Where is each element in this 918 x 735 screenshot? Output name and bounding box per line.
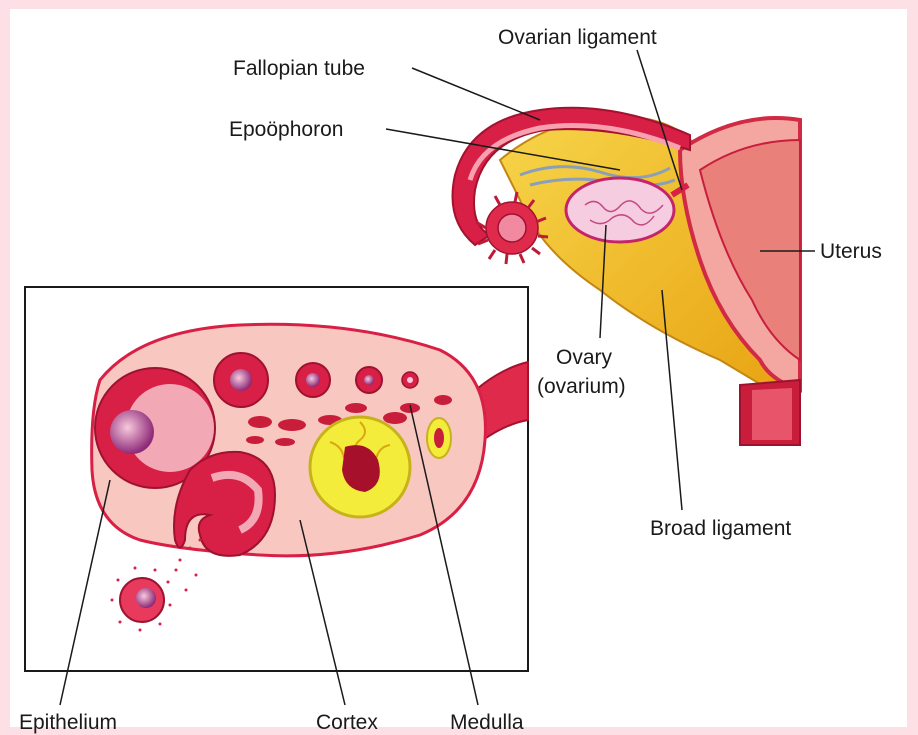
label-epithelium: Epithelium [19, 711, 117, 734]
oocyte [110, 410, 154, 454]
corpus-albicans-core [434, 428, 444, 448]
cervix-inner [752, 388, 792, 440]
label-medulla: Medulla [450, 711, 524, 734]
leader-fallopian-tube [412, 68, 540, 120]
label-broad-ligament: Broad ligament [650, 517, 791, 540]
label-cortex: Cortex [316, 711, 378, 734]
label-ovary: Ovary [556, 346, 613, 369]
small-oocyte [364, 375, 374, 385]
label-uterus: Uterus [820, 240, 882, 263]
label-ovarian-ligament: Ovarian ligament [498, 26, 657, 49]
secondary-oocyte [230, 369, 252, 391]
released-ovum-nucleus [136, 588, 156, 608]
primary-oocyte [306, 373, 320, 387]
label-epoophoron: Epoöphoron [229, 118, 343, 141]
label-fallopian-tube: Fallopian tube [233, 57, 365, 80]
primordial-oocyte [407, 377, 413, 383]
label-ovary-latin: (ovarium) [537, 375, 626, 398]
